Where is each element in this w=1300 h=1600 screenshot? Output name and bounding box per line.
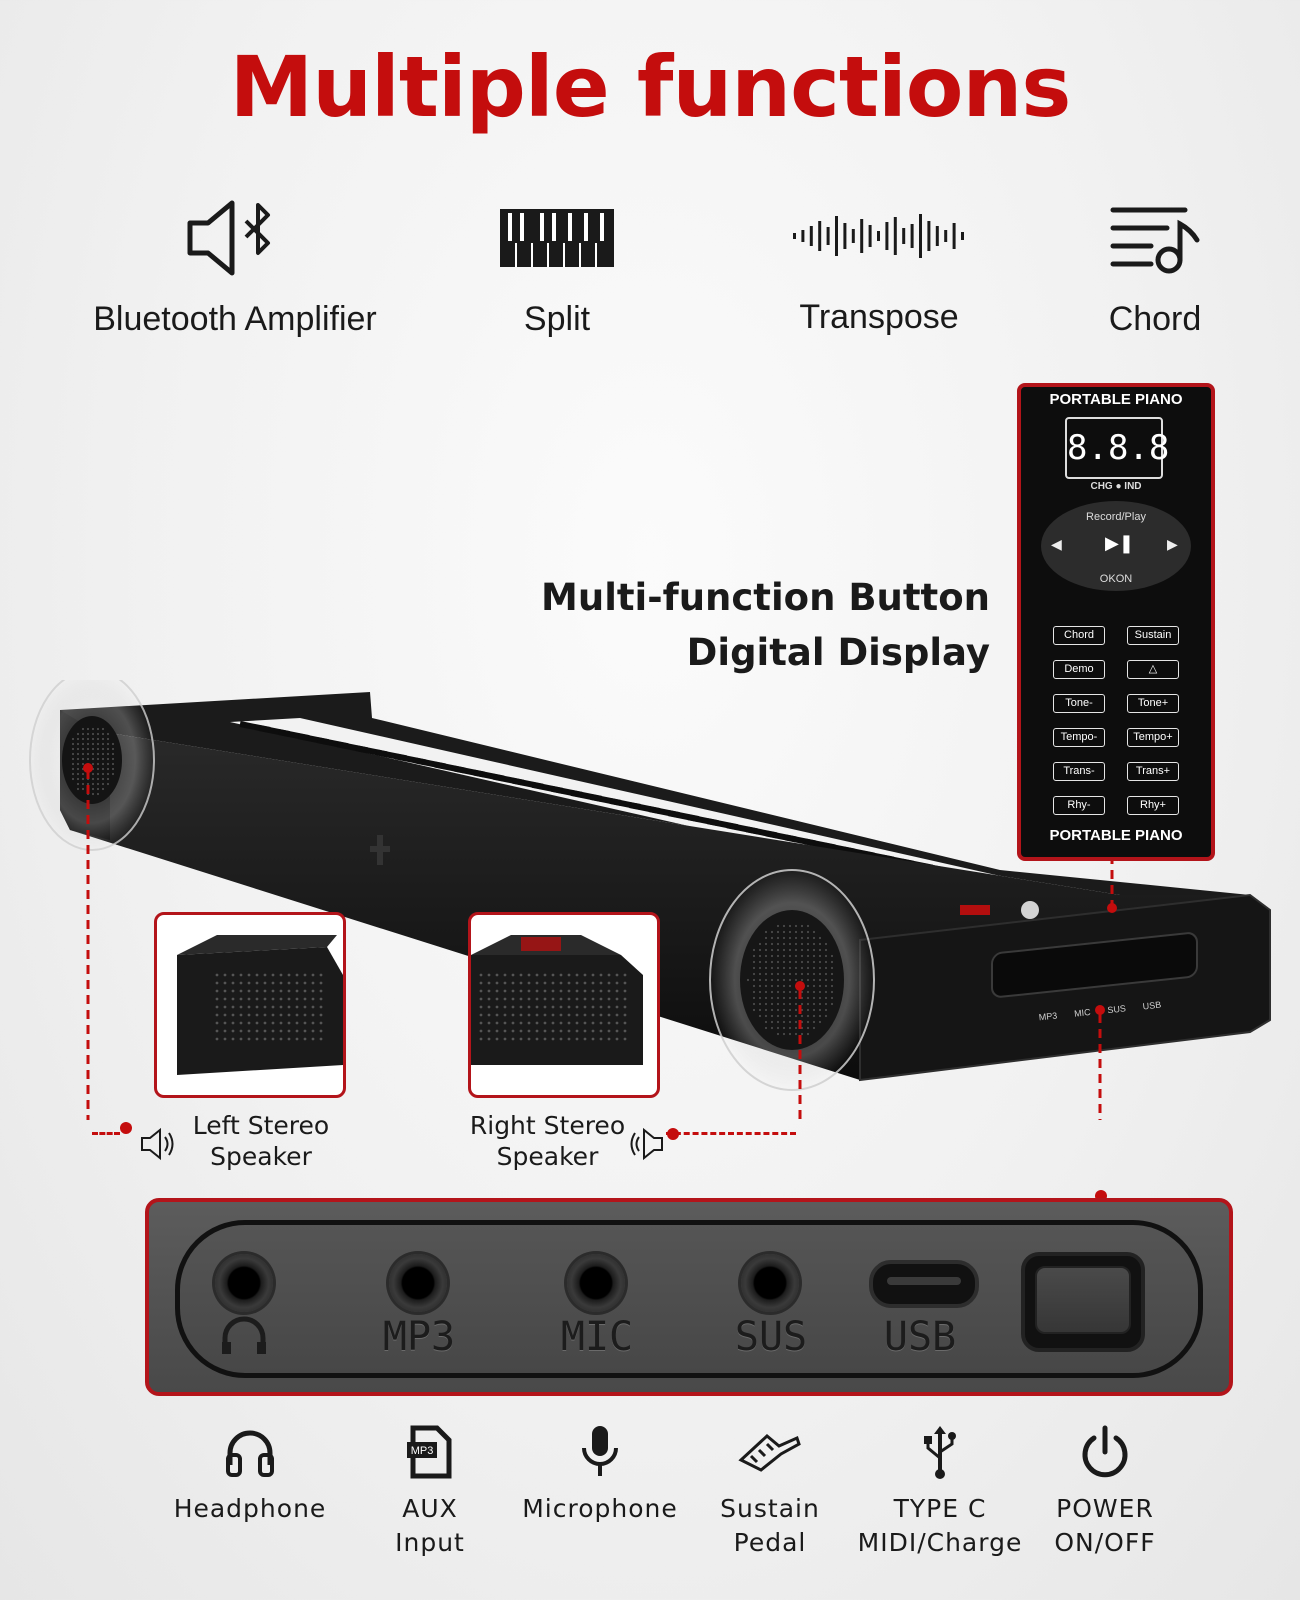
multi-function-callout: Multi-function Button Digital Display	[520, 570, 990, 680]
feature-chord: Chord	[990, 188, 1300, 339]
power-icon-inner	[1035, 1266, 1131, 1334]
speaker-icon	[626, 1126, 664, 1166]
legend-type-c: TYPE C MIDI/Charge	[850, 1420, 1030, 1560]
headphone-jack[interactable]	[215, 1254, 273, 1312]
volume-down-icon[interactable]: ◀	[1051, 537, 1062, 553]
feature-transpose: Transpose	[714, 186, 1044, 337]
right-speaker-closeup	[468, 912, 660, 1098]
device-port-label: USB	[1142, 999, 1162, 1012]
callout-line-1: Multi-function Button	[541, 576, 990, 619]
left-speaker-leader	[92, 1132, 120, 1135]
legend-sustain-pedal: Sustain Pedal	[690, 1420, 850, 1560]
left-speaker-label: Left Stereo Speaker	[192, 1111, 330, 1171]
ports-closeup: MP3 MIC SUS USB	[145, 1198, 1233, 1396]
trans-down-button[interactable]: Trans-	[1053, 762, 1105, 781]
microphone-icon	[510, 1420, 690, 1484]
left-speaker-dot	[118, 1120, 134, 1140]
headphone-icon	[165, 1420, 335, 1484]
left-speaker-closeup	[154, 912, 346, 1098]
right-speaker-dot	[665, 1126, 681, 1146]
feature-label: Transpose	[799, 298, 959, 336]
usb-icon	[850, 1420, 1030, 1484]
legend-line-1: POWER	[1056, 1494, 1154, 1523]
keyboard-illustration	[29, 680, 1271, 1120]
demo-button[interactable]: Demo	[1053, 660, 1105, 679]
legend-line-1: Sustain	[720, 1494, 820, 1523]
record-play-label: Record/Play	[1086, 511, 1146, 523]
feature-label: Chord	[1108, 300, 1202, 338]
legend-aux-input: MP3 AUX Input	[350, 1420, 510, 1560]
digital-display: 8.8.8	[1065, 417, 1169, 479]
control-panel: PORTABLE PIANO 8.8.8 CHG ● IND Record/Pl…	[1017, 383, 1215, 861]
usb-port-label: USB	[883, 1314, 957, 1360]
legend-line-2: Input	[395, 1528, 465, 1557]
device-port-label: MIC	[1073, 1007, 1092, 1019]
feature-split: Split	[392, 188, 722, 339]
sus-port-label: SUS	[734, 1314, 808, 1360]
mp3-icon-text: MP3	[411, 1445, 434, 1457]
metronome-icon: △	[1148, 663, 1158, 675]
rhy-up-button[interactable]: Rhy+	[1127, 796, 1179, 815]
sustain-pedal-icon	[690, 1420, 850, 1484]
legend-microphone: Microphone	[510, 1420, 690, 1526]
play-pause-icon[interactable]: ▶❚	[1105, 533, 1134, 554]
legend-headphone: Headphone	[165, 1420, 335, 1526]
charge-indicator: CHG ● IND	[1090, 481, 1142, 492]
legend-line-1: AUX	[402, 1494, 458, 1523]
feature-bluetooth-amplifier: Bluetooth Amplifier	[70, 188, 400, 339]
legend-line-2: MIDI/Charge	[857, 1528, 1023, 1557]
page-title: Multiple functions	[229, 38, 1072, 136]
mp3-port-label: MP3	[382, 1314, 456, 1360]
usb-c-port[interactable]	[869, 1260, 979, 1308]
panel-bottom-title: PORTABLE PIANO	[1049, 827, 1183, 844]
legend-power: POWER ON/OFF	[1030, 1420, 1180, 1560]
carry-handle-icon	[370, 835, 390, 865]
right-speaker-leader	[666, 1132, 796, 1135]
metronome-button[interactable]: △	[1127, 660, 1179, 679]
sus-jack[interactable]	[741, 1254, 799, 1312]
feature-label: Split	[523, 300, 591, 338]
power-icon	[1030, 1420, 1180, 1484]
mic-port-label: MIC	[560, 1314, 634, 1360]
mic-jack[interactable]	[567, 1254, 625, 1312]
legend-line-2: Pedal	[733, 1528, 807, 1557]
piano-keys-icon	[392, 188, 722, 288]
rhy-down-button[interactable]: Rhy-	[1053, 796, 1105, 815]
tempo-up-button[interactable]: Tempo+	[1127, 728, 1179, 747]
legend-line-1: Headphone	[173, 1494, 327, 1523]
speaker-icon	[140, 1126, 178, 1166]
legend-line-1: TYPE C	[893, 1494, 987, 1523]
device-port-label: SUS	[1106, 1003, 1127, 1016]
device-port-label: MP3	[1038, 1010, 1058, 1023]
speaker-bluetooth-icon	[70, 188, 400, 288]
callout-line-2: Digital Display	[686, 631, 990, 674]
feature-label: Bluetooth Amplifier	[93, 300, 377, 338]
power-button[interactable]	[1021, 1252, 1145, 1352]
panel-top-title: PORTABLE PIANO	[1049, 391, 1183, 408]
tone-down-button[interactable]: Tone-	[1053, 694, 1105, 713]
tempo-down-button[interactable]: Tempo-	[1053, 728, 1105, 747]
control-dial[interactable]	[1041, 501, 1191, 591]
chord-button[interactable]: Chord	[1053, 626, 1105, 645]
headphone-icon	[219, 1316, 269, 1360]
sustain-button[interactable]: Sustain	[1127, 626, 1179, 645]
trans-up-button[interactable]: Trans+	[1127, 762, 1179, 781]
volume-up-icon[interactable]: ▶	[1167, 537, 1178, 553]
tone-up-button[interactable]: Tone+	[1127, 694, 1179, 713]
music-list-icon	[990, 188, 1300, 288]
soundwave-icon	[714, 186, 1044, 286]
mp3-jack[interactable]	[389, 1254, 447, 1312]
legend-line-1: Microphone	[522, 1494, 678, 1523]
right-speaker-label: Right Stereo Speaker	[469, 1111, 626, 1171]
okon-label: OKON	[1099, 573, 1133, 585]
mp3-file-icon: MP3	[350, 1420, 510, 1484]
legend-line-2: ON/OFF	[1054, 1528, 1156, 1557]
